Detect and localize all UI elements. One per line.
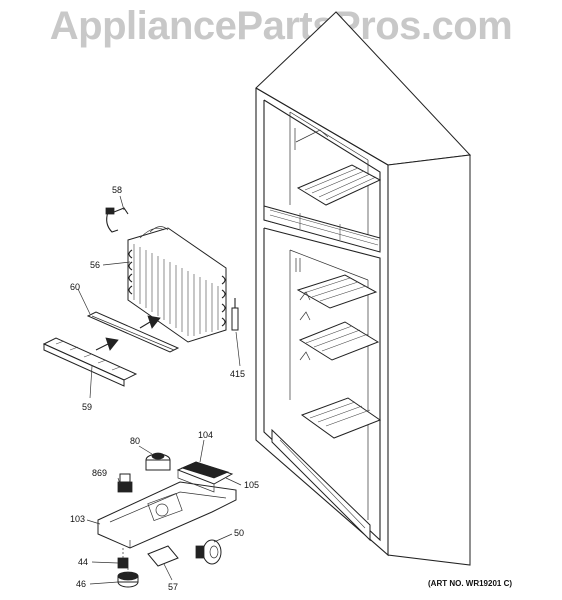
- evaporator-cover: [42, 337, 138, 387]
- light-assembly: [97, 452, 237, 588]
- direction-arrows: [95, 315, 161, 351]
- callout-56: 56: [90, 260, 100, 270]
- callout-103: 103: [70, 514, 85, 524]
- callout-104: 104: [198, 430, 213, 440]
- retainer-bar: [86, 311, 180, 353]
- callout-415: 415: [230, 369, 245, 379]
- callout-labels: 58 56 60 59 415 80 104 869 105 103 50 44…: [70, 185, 259, 592]
- evaporator-assembly: [127, 226, 239, 343]
- callout-59: 59: [82, 402, 92, 412]
- callout-60: 60: [70, 282, 80, 292]
- callout-80: 80: [130, 436, 140, 446]
- callout-57: 57: [168, 582, 178, 592]
- callout-46: 46: [76, 579, 86, 589]
- sensor-clip: [105, 207, 129, 233]
- watermark-logo: AppliancePartsPros.com: [49, 4, 513, 48]
- art-number: (ART NO. WR19201 C): [428, 579, 512, 588]
- callout-44: 44: [78, 557, 88, 567]
- leader-lines: [77, 195, 242, 585]
- callout-105: 105: [244, 480, 259, 490]
- callout-58: 58: [112, 185, 122, 195]
- callout-50: 50: [234, 528, 244, 538]
- callout-869: 869: [92, 468, 107, 478]
- refrigerator-cabinet: [255, 11, 472, 566]
